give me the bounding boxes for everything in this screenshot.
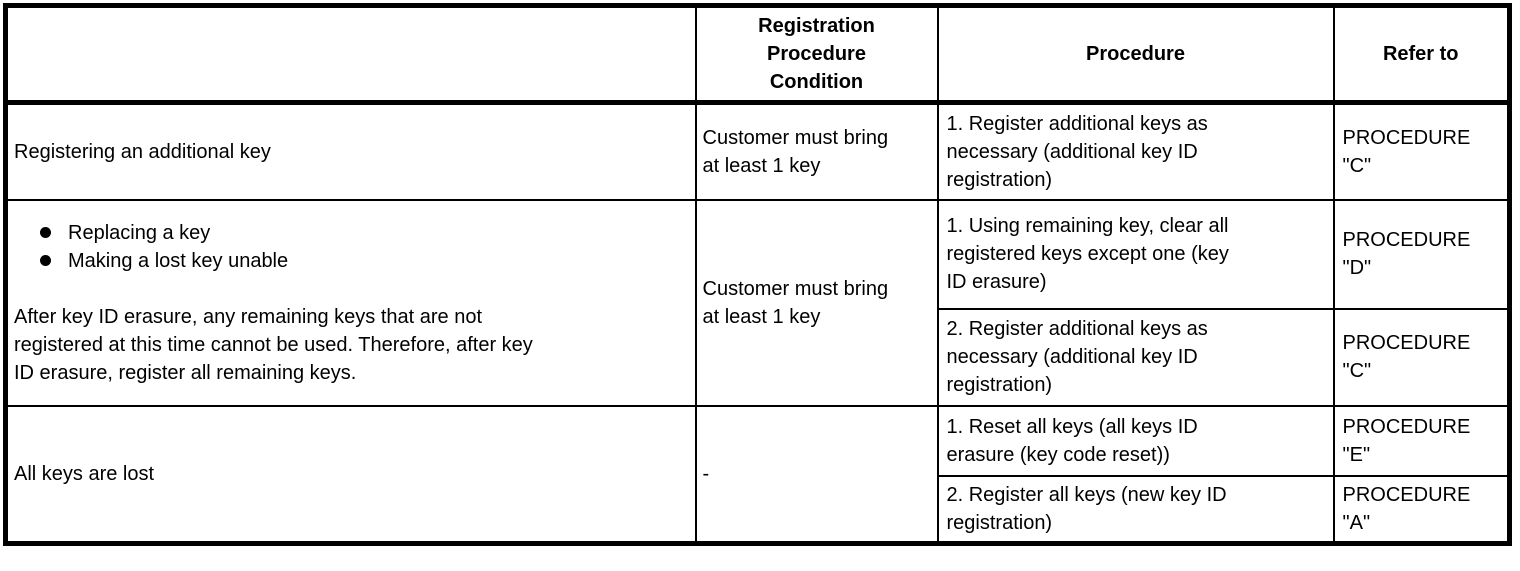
procedure-step-cell: 1. Register additional keys as necessary… — [936, 101, 1335, 201]
situation-all-keys-lost: All keys are lost — [4, 404, 697, 544]
condition-cell: - — [694, 404, 939, 544]
refer-to-cell: PROCEDURE "C" — [1332, 101, 1511, 201]
situation-note: After key ID erasure, any remaining keys… — [14, 305, 533, 384]
table-row-all-keys-lost-step2: 2. Register all keys (new key ID registr… — [6, 474, 1511, 544]
refer-to-cell: PROCEDURE "A" — [1332, 474, 1511, 544]
key-registration-procedure-table: Registration Procedure Condition Procedu… — [3, 3, 1512, 546]
refer-to-cell: PROCEDURE "E" — [1332, 404, 1511, 477]
table-row-replace-key-step2: 2. Register additional keys as necessary… — [6, 307, 1511, 407]
header-registration-procedure-condition: Registration Procedure Condition — [694, 4, 939, 105]
procedure-step-cell: 1. Using remaining key, clear all regist… — [936, 198, 1335, 310]
situation-bullet-list: Replacing a key Making a lost key unable — [14, 219, 687, 275]
bullet-icon — [40, 227, 51, 238]
table-row-additional-key: Registering an additional key Customer m… — [4, 101, 1511, 201]
procedure-step-cell: 2. Register additional keys as necessary… — [936, 307, 1335, 407]
refer-to-cell: PROCEDURE "C" — [1332, 307, 1511, 407]
header-row: Registration Procedure Condition Procedu… — [4, 4, 1511, 105]
bullet-icon — [40, 255, 51, 266]
header-situation — [4, 4, 697, 105]
procedure-step-cell: 1. Reset all keys (all keys ID erasure (… — [936, 404, 1335, 477]
condition-cell: Customer must bring at least 1 key — [694, 198, 939, 407]
header-refer-to: Refer to — [1332, 4, 1511, 105]
list-item: Making a lost key unable — [14, 247, 687, 275]
situation-replacing-key: Replacing a key Making a lost key unable… — [4, 198, 697, 407]
table-row-replace-key-step1: Replacing a key Making a lost key unable… — [4, 198, 1511, 407]
bullet-label: Making a lost key unable — [68, 249, 289, 272]
refer-to-cell: PROCEDURE "D" — [1332, 198, 1511, 310]
situation-registering-additional-key: Registering an additional key — [4, 101, 697, 201]
list-item: Replacing a key — [14, 219, 687, 247]
bullet-label: Replacing a key — [68, 221, 211, 244]
condition-cell: Customer must bring at least 1 key — [694, 101, 939, 201]
header-procedure: Procedure — [936, 4, 1335, 105]
procedure-step-cell: 2. Register all keys (new key ID registr… — [936, 474, 1335, 544]
table-row-all-keys-lost-step1: All keys are lost - 1. Reset all keys (a… — [4, 404, 1511, 544]
